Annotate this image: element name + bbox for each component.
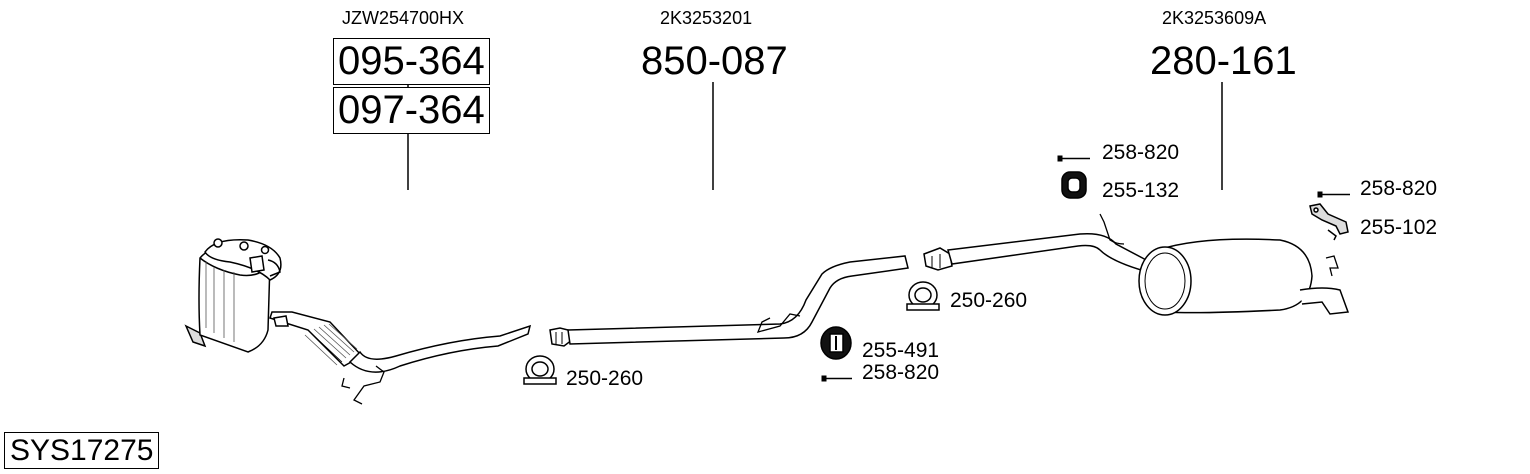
system-code: SYS17275 xyxy=(4,432,160,469)
accessory-label-clamp-front[interactable]: 250-260 xyxy=(566,367,644,390)
accessory-label-clamp-mid[interactable]: 250-260 xyxy=(950,289,1028,312)
accessory-label-rubber-mount-mid[interactable]: 255-491 xyxy=(862,339,940,362)
middle-pipe-part xyxy=(549,255,909,347)
bracket-rear-icon xyxy=(1309,203,1349,241)
rubber-mount-mid-icon xyxy=(820,326,852,360)
accessory-label-bracket-rear[interactable]: 255-102 xyxy=(1360,216,1438,239)
bolt-mid-icon xyxy=(821,375,852,382)
part-number-catalyst-primary[interactable]: 095-364 xyxy=(333,38,490,85)
oem-number-catalyst: JZW254700HX xyxy=(342,8,465,28)
part-number-middle-pipe[interactable]: 850-087 xyxy=(641,39,788,83)
accessory-label-bolt-rear[interactable]: 258-820 xyxy=(1360,177,1438,200)
part-number-catalyst-alt[interactable]: 097-364 xyxy=(333,87,490,134)
clamp-mid-icon xyxy=(906,281,940,311)
rear-silencer-part xyxy=(923,213,1350,316)
accessory-label-bolt-upper[interactable]: 258-820 xyxy=(1102,141,1180,164)
accessory-label-rubber-mount-upper[interactable]: 255-132 xyxy=(1102,179,1180,202)
bolt-rear-icon xyxy=(1317,191,1350,198)
rubber-mount-upper-icon xyxy=(1061,171,1087,199)
part-number-rear-silencer[interactable]: 280-161 xyxy=(1150,39,1297,83)
bolt-upper-icon xyxy=(1057,155,1090,162)
catalyst-part xyxy=(184,238,532,405)
oem-number-middle-pipe: 2K3253201 xyxy=(660,8,753,28)
accessory-label-bolt-mid[interactable]: 258-820 xyxy=(862,361,940,384)
clamp-front-icon xyxy=(523,355,557,385)
oem-number-rear-silencer: 2K3253609A xyxy=(1162,8,1267,28)
